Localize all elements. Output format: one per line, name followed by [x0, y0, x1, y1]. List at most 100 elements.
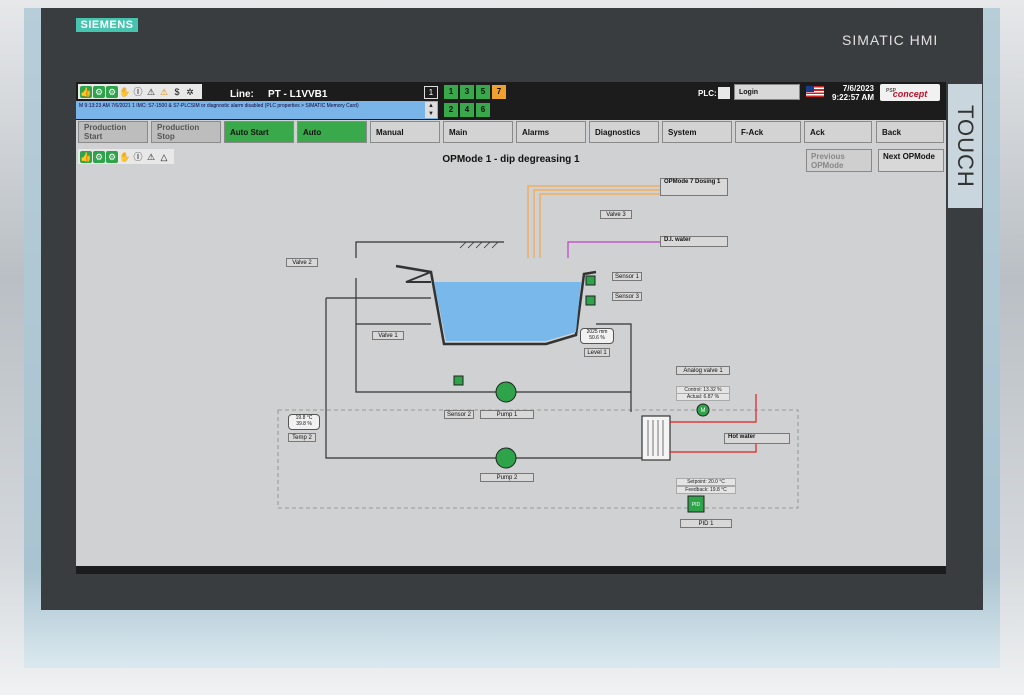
- pump-1-label: Pump 1: [480, 410, 534, 419]
- opmode-5-button[interactable]: 5: [476, 85, 490, 99]
- touch-label: TOUCH: [948, 84, 982, 208]
- pid-1-label: PID 1: [680, 519, 732, 528]
- sensor-3-label: Sensor 3: [612, 292, 642, 301]
- gear-icon: ⚙: [93, 150, 105, 163]
- back-button[interactable]: Back: [876, 121, 944, 143]
- sensor-3-symbol[interactable]: [585, 295, 596, 306]
- alarm-line[interactable]: M 9:13:23 AM 7/6/2021 1 IMC: S7-1500 & S…: [76, 101, 438, 119]
- return-pipe-2: [325, 298, 642, 459]
- level-percent: 50.6 %: [589, 335, 605, 341]
- warning-icon: ⚠: [146, 151, 156, 162]
- pid-symbol[interactable]: [687, 495, 705, 513]
- monitor-icon[interactable]: 1: [424, 86, 438, 99]
- drain-hatch: [459, 241, 499, 249]
- opmode-6-button[interactable]: 6: [476, 103, 490, 117]
- pump-1-symbol[interactable]: [495, 381, 517, 403]
- opmode-1-button[interactable]: 1: [444, 85, 458, 99]
- sensor-2-symbol[interactable]: [453, 375, 464, 386]
- temp-2-label: Temp 2: [288, 433, 316, 442]
- tank-outlet-pipe: [596, 323, 632, 412]
- temp-celsius: 19.8 °C: [295, 415, 313, 421]
- temp-percent: 39.8 %: [296, 421, 312, 427]
- alarms-button[interactable]: Alarms: [516, 121, 586, 143]
- sensor-2-label: Sensor 2: [444, 410, 474, 419]
- thumb-icon: 👍: [80, 150, 92, 163]
- diagnostics-button[interactable]: Diagnostics: [589, 121, 659, 143]
- login-button[interactable]: Login: [734, 84, 800, 100]
- hot-water-pipe: [670, 394, 757, 423]
- opmode-7-button[interactable]: 7: [492, 85, 506, 99]
- orange-pipe-3: [539, 193, 660, 258]
- production-start-button[interactable]: Production Start: [78, 121, 148, 143]
- page-title: OPMode 1 - dip degreasing 1: [442, 154, 580, 165]
- line-label: Line:: [230, 89, 254, 100]
- hot-water-button[interactable]: Hot water: [724, 433, 790, 444]
- ack-button[interactable]: Ack: [804, 121, 872, 143]
- thumb-icon: 👍: [80, 85, 92, 98]
- heating-loop-frame: [277, 409, 799, 509]
- auto-start-button[interactable]: Auto Start: [224, 121, 294, 143]
- hand-icon: ✋: [119, 151, 131, 162]
- gear-icon: ⚙: [93, 85, 105, 98]
- auto-button[interactable]: Auto: [297, 121, 367, 143]
- info-icon: Ⓘ: [133, 151, 143, 162]
- pump-2-label: Pump 2: [480, 473, 534, 482]
- us-flag-icon[interactable]: [806, 86, 824, 97]
- plc-status-indicator: [718, 87, 730, 99]
- system-button[interactable]: System: [662, 121, 732, 143]
- warning-outline-icon: △: [160, 151, 168, 162]
- analog-valve-1-label: Analog valve 1: [676, 366, 730, 375]
- valve-3-label: Valve 3: [600, 210, 632, 219]
- tool-icon: ✲: [186, 86, 194, 97]
- heat-exchanger-coils: [647, 420, 664, 456]
- pid-label: PID: [692, 502, 701, 508]
- valve-2-label: Valve 2: [286, 258, 318, 267]
- f-ack-button[interactable]: F-Ack: [735, 121, 801, 143]
- bottom-strip: [76, 566, 946, 574]
- hand-icon: ✋: [119, 86, 131, 97]
- orange-pipe-1: [527, 185, 660, 258]
- return-pipe-1: [355, 278, 631, 393]
- alarm-scroll-arrows[interactable]: ▲▼: [425, 102, 437, 118]
- next-opmode-button[interactable]: Next OPMode: [878, 149, 944, 172]
- warning-icon: ⚠: [146, 86, 156, 97]
- sensor-1-label: Sensor 1: [612, 272, 642, 281]
- level-1-label: Level 1: [584, 348, 610, 357]
- analog-valve-actual: Actual: 6.87 %: [676, 393, 730, 401]
- hmi-screen: 👍 ⚙ ⚙ ✋ Ⓘ ⚠ ⚠ $ ✲ Line: PT - L1VVB1 1 M …: [76, 82, 946, 574]
- opmode-7-dosing-button[interactable]: OPMode 7 Dosing 1: [660, 178, 728, 196]
- opmode-4-button[interactable]: 4: [460, 103, 474, 117]
- di-water-button[interactable]: D.I. water: [660, 236, 728, 247]
- manual-button[interactable]: Manual: [370, 121, 440, 143]
- motor-label: M: [701, 408, 706, 414]
- motor-symbol[interactable]: [696, 403, 710, 417]
- top-bar: 👍 ⚙ ⚙ ✋ Ⓘ ⚠ ⚠ $ ✲ Line: PT - L1VVB1 1 M …: [76, 82, 946, 120]
- siemens-logo: SIEMENS: [76, 18, 138, 32]
- date-text: 7/6/2023: [842, 84, 874, 93]
- main-menu: Production Start Production Stop Auto St…: [76, 120, 946, 144]
- pid-feedback: Feedback: 19.8 °C: [676, 486, 736, 494]
- status-icon-bar: 👍 ⚙ ⚙ ✋ Ⓘ ⚠ ⚠ $ ✲: [78, 84, 202, 99]
- main-button[interactable]: Main: [443, 121, 513, 143]
- simatic-hmi-label: SIMATIC HMI: [842, 32, 939, 48]
- opmode-2-button[interactable]: 2: [444, 103, 458, 117]
- heat-exchanger[interactable]: [641, 415, 671, 461]
- logo-small-text: PSP: [886, 88, 897, 94]
- line-value: PT - L1VVB1: [268, 89, 328, 100]
- orange-pipe-2: [533, 189, 660, 258]
- production-stop-button[interactable]: Production Stop: [151, 121, 221, 143]
- tank-wall: [395, 264, 597, 346]
- sensor-1-symbol[interactable]: [585, 275, 596, 286]
- pump-2-symbol[interactable]: [495, 447, 517, 469]
- page-status-icons: 👍 ⚙ ⚙ ✋ Ⓘ ⚠ △: [78, 149, 174, 164]
- opmode-3-button[interactable]: 3: [460, 85, 474, 99]
- previous-opmode-button[interactable]: Previous OPMode: [806, 149, 872, 172]
- time-text: 9:22:57 AM: [832, 93, 874, 102]
- top-pipe: [355, 241, 460, 258]
- gear-alt-icon: ⚙: [106, 150, 118, 163]
- level-mm: 2025 mm: [586, 329, 608, 335]
- tank-rim-left: [405, 271, 432, 283]
- process-diagram: M PID: [277, 185, 799, 513]
